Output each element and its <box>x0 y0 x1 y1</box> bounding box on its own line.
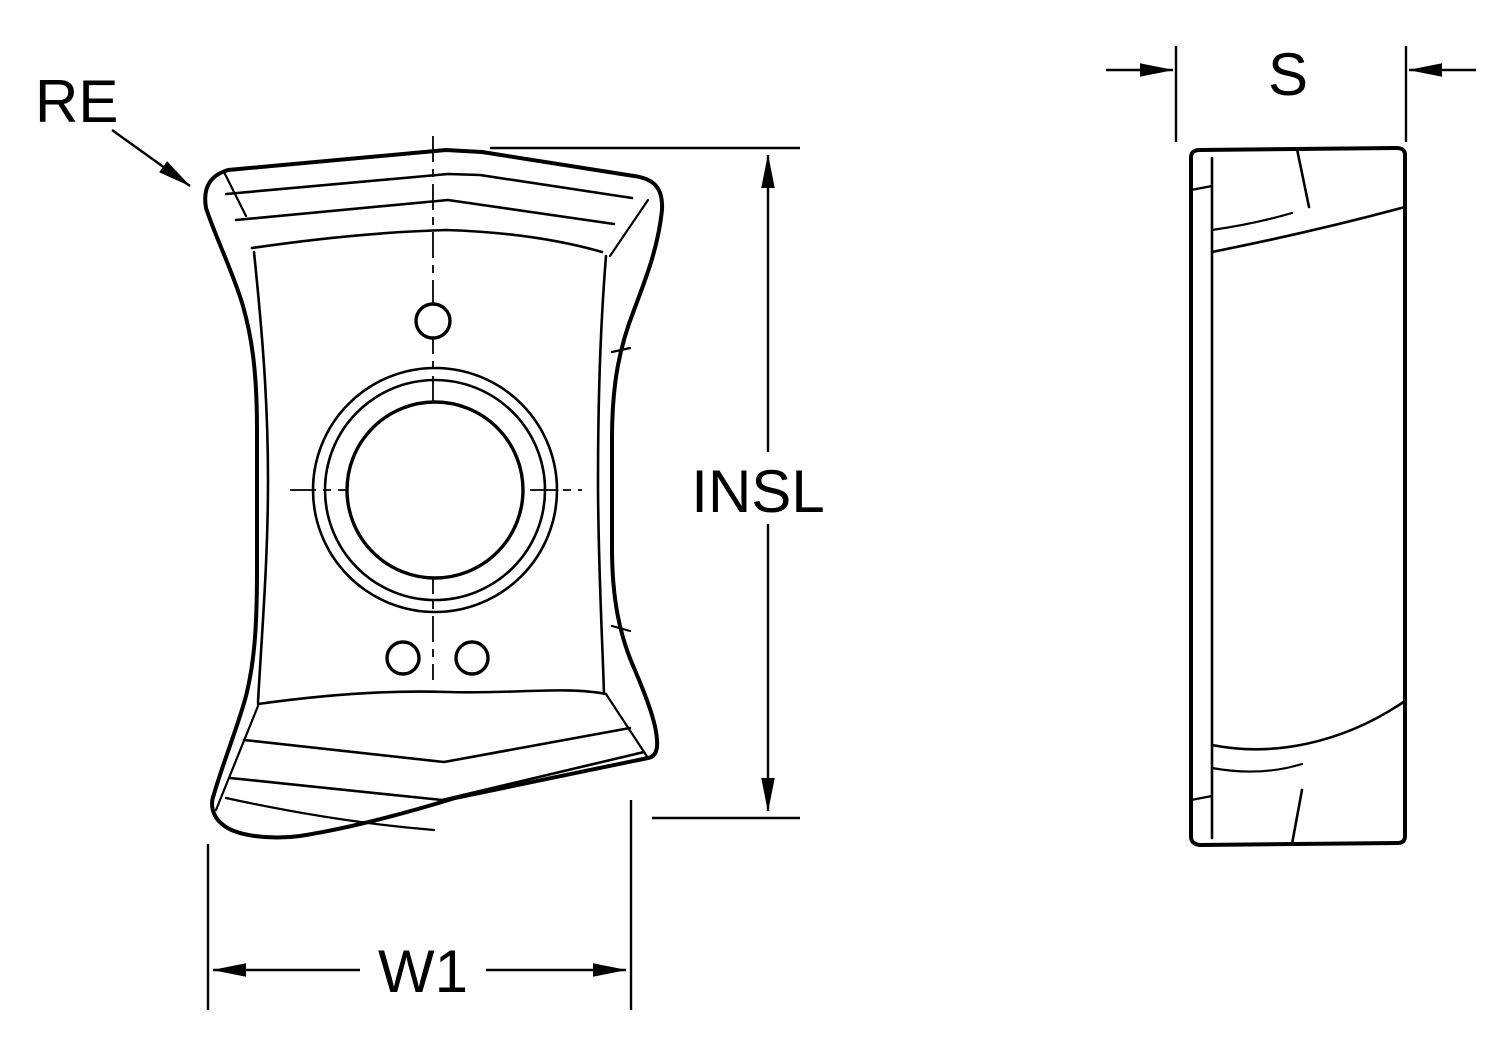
re-label: RE <box>35 68 118 135</box>
bottom-face-boundary <box>256 689 608 706</box>
bottom-lip-line <box>224 796 436 832</box>
bottom-right-corner-seam <box>604 692 650 760</box>
top-right-corner-seam <box>608 198 650 258</box>
insert-side-outline <box>1189 146 1407 847</box>
s-label: S <box>1268 41 1308 108</box>
right-side-mark-lower <box>610 624 632 633</box>
side-top-edge-sweep-2 <box>1210 211 1294 232</box>
side-bottom-left-notch <box>1189 794 1214 802</box>
side-view <box>1189 146 1407 847</box>
top-left-corner-seam <box>222 170 248 218</box>
insert-front-outline <box>203 148 665 840</box>
top-facet-line-1 <box>224 172 634 200</box>
top-facet-line-2 <box>234 198 616 226</box>
bottom-left-corner-seam <box>214 704 260 812</box>
insl-label: INSL <box>691 458 824 525</box>
w1-label: W1 <box>378 938 468 1005</box>
side-top-seam <box>1295 147 1311 209</box>
w1-label-mask <box>360 934 486 1004</box>
top-face-boundary <box>250 228 604 254</box>
pin-hole-top <box>414 302 452 340</box>
dimensions: RE INSL W1 S <box>35 41 1476 1010</box>
right-inner-edge <box>596 254 608 696</box>
pin-hole-bottom-right <box>454 640 490 676</box>
side-bottom-edge-sweep <box>1210 699 1407 751</box>
re-leader-arrow <box>111 129 191 187</box>
side-bottom-edge-sweep-2 <box>1210 762 1304 773</box>
front-view <box>203 136 665 840</box>
side-top-edge-sweep <box>1210 205 1407 254</box>
left-inner-edge <box>252 250 270 704</box>
center-hole-bore <box>345 400 525 580</box>
bottom-facet-line-2 <box>228 750 646 802</box>
side-bottom-seam <box>1290 788 1304 846</box>
center-hole-outer <box>311 366 559 614</box>
pin-hole-bottom-left <box>385 640 421 676</box>
insl-label-mask <box>672 452 846 524</box>
right-side-mark-upper <box>610 346 632 354</box>
center-hole-ring <box>323 378 547 602</box>
side-top-left-notch <box>1189 184 1214 192</box>
bottom-facet-line-1 <box>242 726 632 764</box>
